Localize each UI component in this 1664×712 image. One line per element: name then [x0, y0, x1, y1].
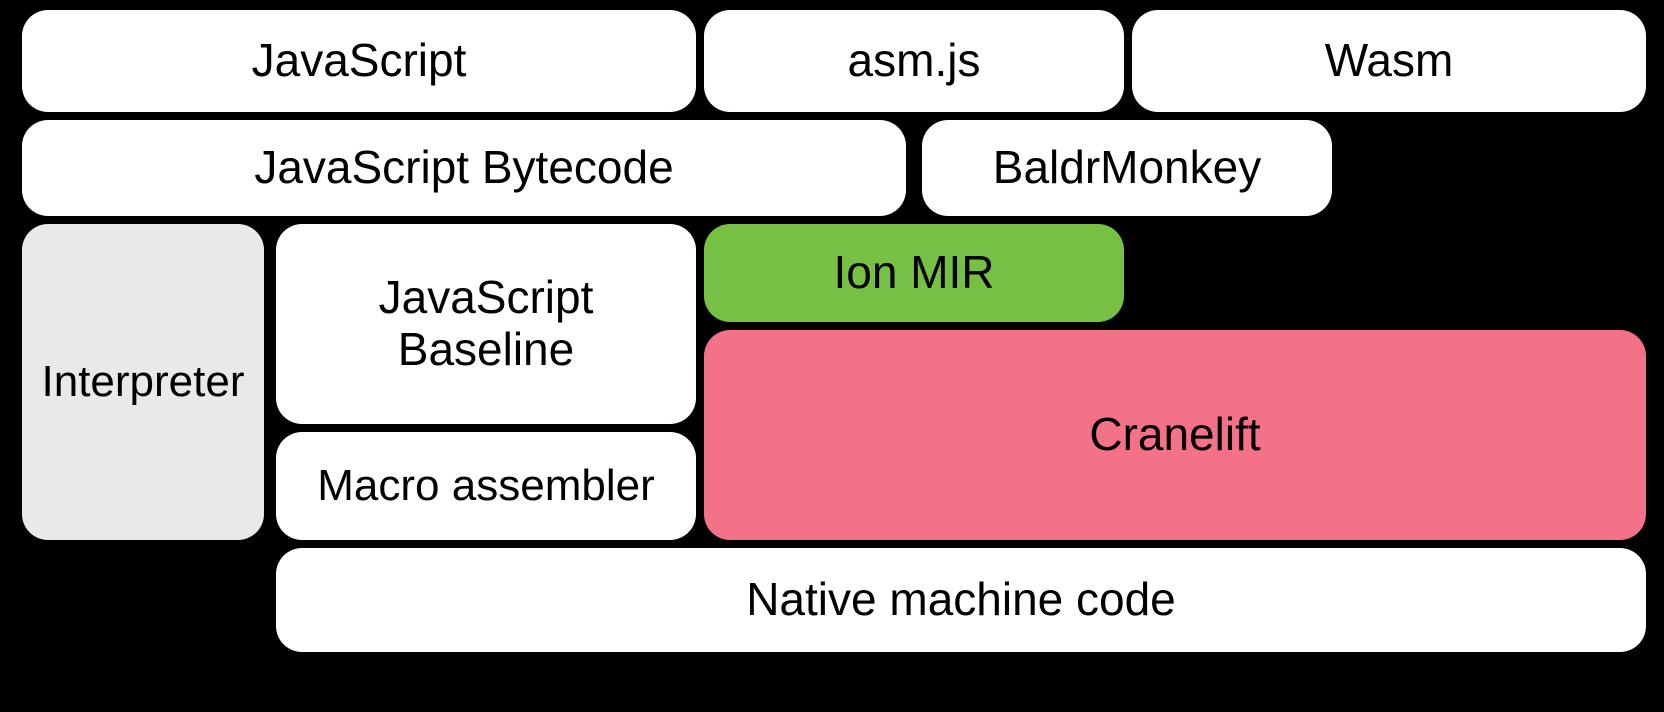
node-javascript-baseline: JavaScript Baseline: [276, 224, 696, 424]
node-baldrmonkey: BaldrMonkey: [922, 120, 1332, 216]
node-javascript: JavaScript: [22, 10, 696, 112]
node-interpreter: Interpreter: [22, 224, 264, 540]
node-cranelift: Cranelift: [704, 330, 1646, 540]
node-javascript-bytecode: JavaScript Bytecode: [22, 120, 906, 216]
node-macro-assembler: Macro assembler: [276, 432, 696, 540]
node-native-machine-code: Native machine code: [276, 548, 1646, 652]
node-asm-js: asm.js: [704, 10, 1124, 112]
node-ion-mir: Ion MIR: [704, 224, 1124, 322]
node-wasm: Wasm: [1132, 10, 1646, 112]
